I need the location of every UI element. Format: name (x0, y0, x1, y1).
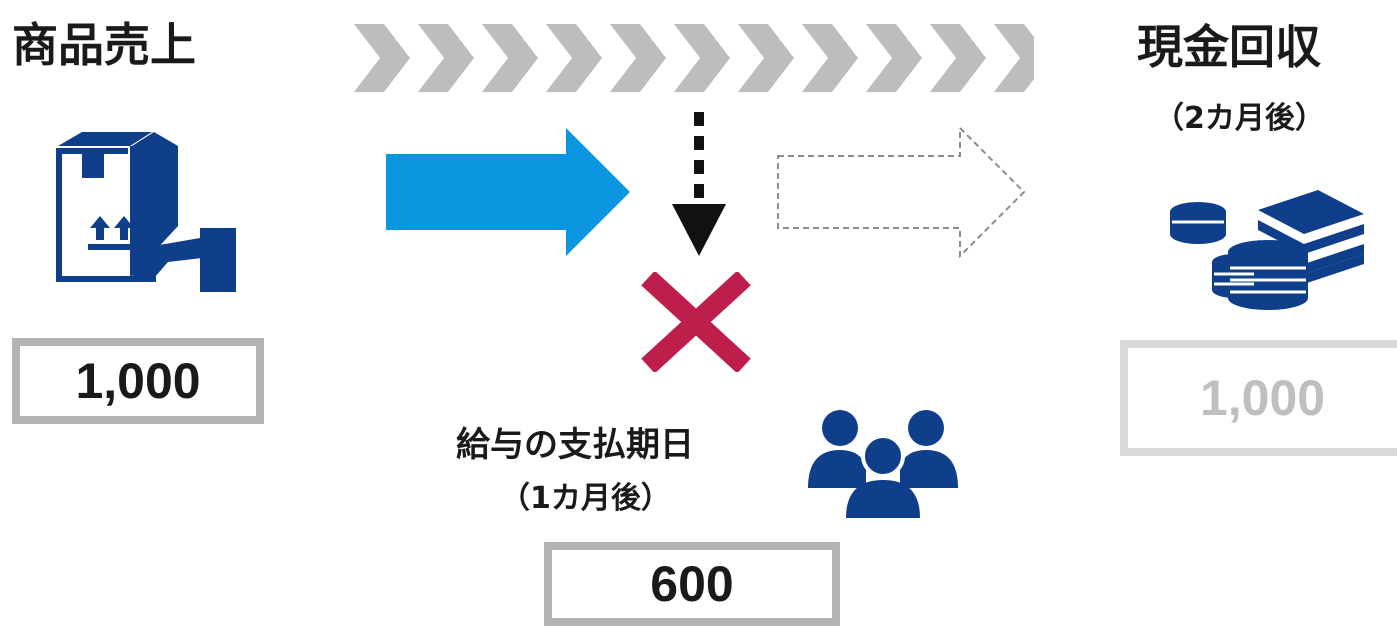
solid-right-arrow-icon (386, 128, 630, 256)
box-handover-icon (56, 132, 236, 292)
cross-mark-icon (641, 272, 751, 372)
people-group-icon (808, 410, 958, 518)
collection-subtitle: （2カ月後） (1154, 101, 1325, 136)
chevron-icons (354, 24, 1034, 92)
collection-amount: 1,000 (1199, 370, 1326, 426)
dashed-right-arrow-icon (777, 125, 1026, 259)
chevron-progress-row (354, 24, 1034, 92)
sale-title: 商品売上 (12, 18, 196, 72)
sale-amount-box: 1,000 (12, 338, 264, 424)
dotted-down-arrow-icon (672, 112, 726, 256)
collection-amount-box: 1,000 (1120, 340, 1397, 456)
payroll-subtitle: （1カ月後） (500, 481, 671, 516)
payroll-title: 給与の支払期日 (456, 425, 694, 465)
coins-banknotes-icon (1170, 190, 1364, 310)
payroll-amount-box: 600 (544, 542, 840, 626)
collection-title: 現金回収 (1137, 20, 1321, 74)
payroll-amount: 600 (650, 556, 734, 612)
sale-amount: 1,000 (75, 353, 201, 409)
